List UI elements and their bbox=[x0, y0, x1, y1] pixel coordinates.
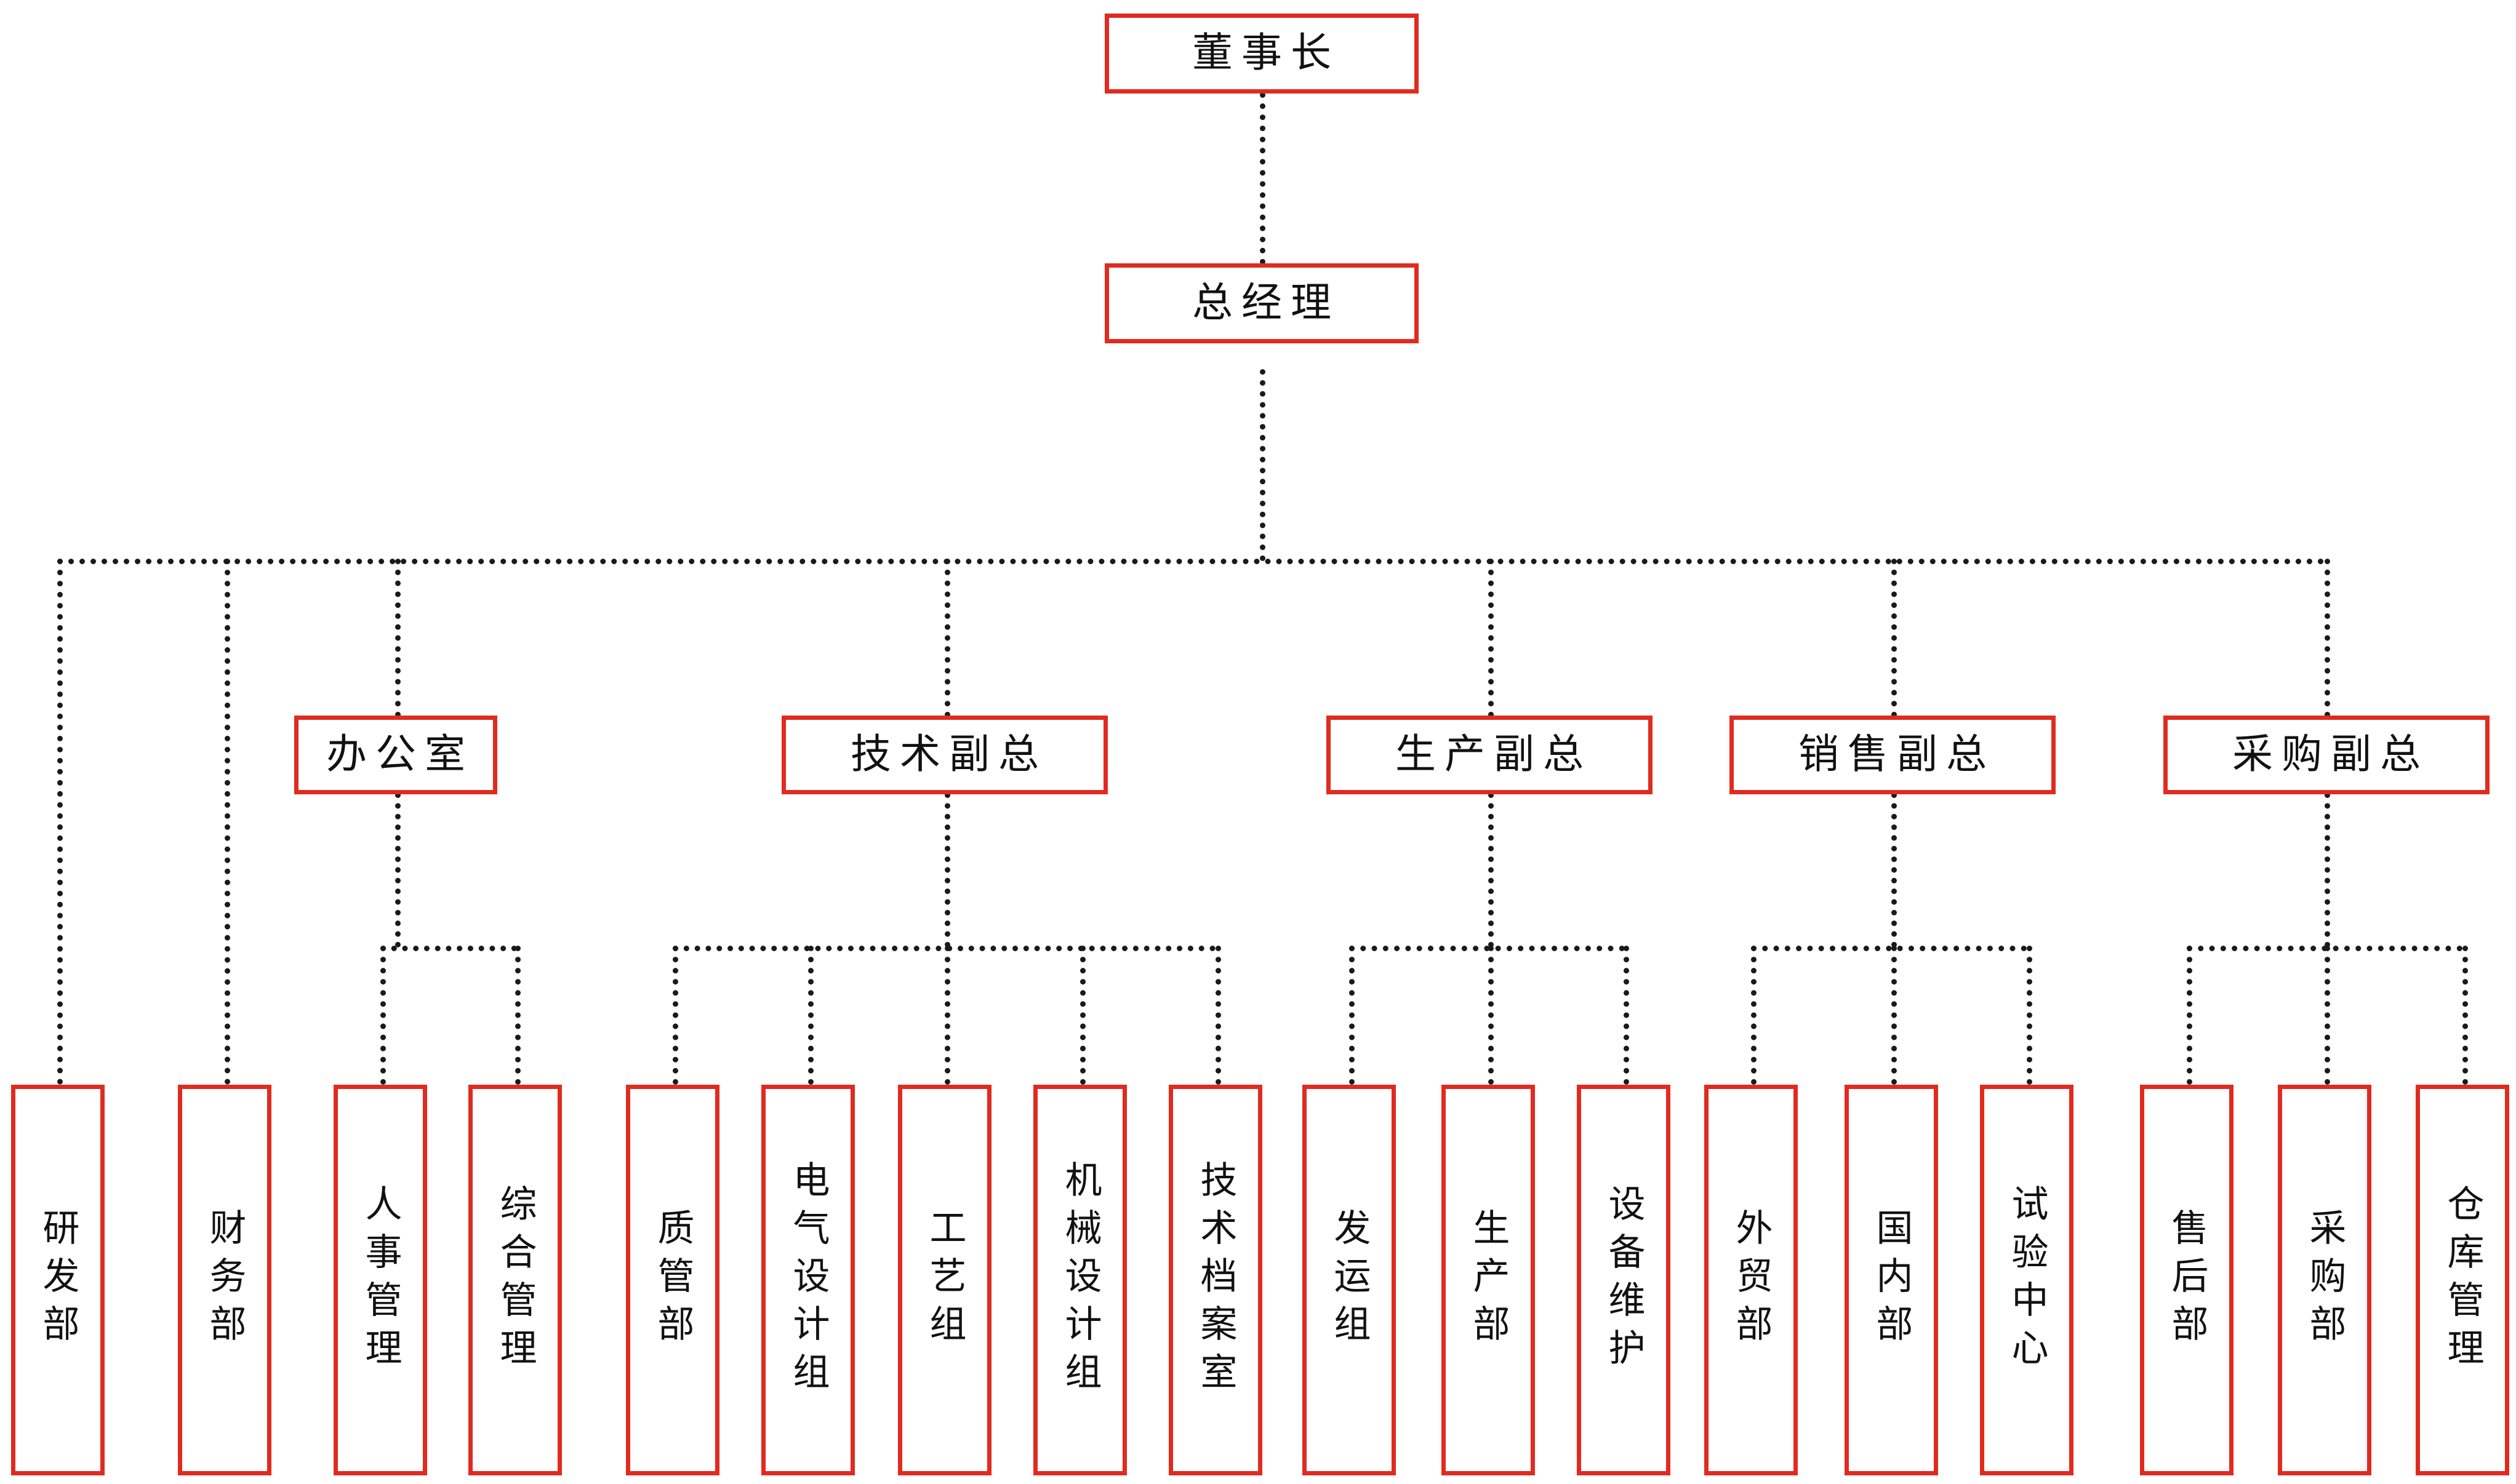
node-leaf-foreign-trade[interactable]: 外贸部 bbox=[1704, 1085, 1798, 1475]
node-leaf-finance[interactable]: 财务部 bbox=[178, 1085, 271, 1475]
node-leaf-mechanical-design-label: 机械设计组 bbox=[1060, 1160, 1100, 1400]
node-leaf-warehouse[interactable]: 仓库管理 bbox=[2416, 1085, 2509, 1475]
node-general-manager-label: 总经理 bbox=[1192, 281, 1340, 325]
drop-to-caiwu bbox=[225, 559, 230, 1085]
node-leaf-hr-label: 人事管理 bbox=[360, 1184, 401, 1376]
drop-to-shebei bbox=[1624, 946, 1629, 1085]
drop-to-zonghe bbox=[515, 946, 521, 1085]
node-office[interactable]: 办公室 bbox=[294, 716, 497, 794]
drop-to-zhiguan bbox=[673, 946, 678, 1085]
sub-bus-xiaoshou bbox=[1751, 946, 2027, 951]
connector-xiaoshou-down bbox=[1891, 792, 1897, 947]
drop-to-shengchan bbox=[1488, 559, 1494, 717]
node-leaf-aftersales[interactable]: 售后部 bbox=[2140, 1085, 2234, 1475]
node-sales-vp-label: 销售副总 bbox=[1798, 732, 1995, 777]
node-leaf-rnd[interactable]: 研发部 bbox=[11, 1085, 105, 1475]
connector-bangongshi-down bbox=[395, 792, 401, 947]
node-leaf-tech-archive-label: 技术档案室 bbox=[1195, 1160, 1236, 1400]
node-leaf-purchasing-dept-label: 采购部 bbox=[2304, 1208, 2345, 1352]
node-leaf-domestic[interactable]: 国内部 bbox=[1845, 1085, 1938, 1475]
node-leaf-mechanical-design[interactable]: 机械设计组 bbox=[1033, 1085, 1127, 1475]
node-leaf-general-admin-label: 综合管理 bbox=[495, 1184, 535, 1376]
drop-to-renshi bbox=[380, 946, 386, 1085]
node-leaf-quality-label: 质管部 bbox=[652, 1208, 693, 1352]
node-chairman[interactable]: 董事长 bbox=[1105, 14, 1419, 94]
node-leaf-equipment-maint[interactable]: 设备维护 bbox=[1577, 1085, 1670, 1475]
node-leaf-aftersales-label: 售后部 bbox=[2166, 1208, 2207, 1352]
node-leaf-finance-label: 财务部 bbox=[204, 1208, 245, 1352]
node-leaf-quality[interactable]: 质管部 bbox=[626, 1085, 719, 1475]
drop-to-dangan bbox=[1216, 946, 1221, 1085]
connector-shengchan-down bbox=[1488, 792, 1494, 947]
drop-to-bangongshi bbox=[395, 559, 401, 717]
connector-chairman-to-gm bbox=[1260, 92, 1265, 265]
node-office-label: 办公室 bbox=[326, 732, 474, 777]
drop-to-xiaoshou bbox=[1891, 559, 1897, 717]
node-production-vp-label: 生产副总 bbox=[1395, 732, 1592, 777]
node-leaf-equipment-maint-label: 设备维护 bbox=[1603, 1184, 1644, 1376]
drop-to-caigoubu bbox=[2325, 946, 2330, 1085]
node-leaf-domestic-label: 国内部 bbox=[1871, 1208, 1912, 1352]
node-leaf-electrical-design-label: 电气设计组 bbox=[788, 1160, 828, 1400]
node-leaf-production-dept-label: 生产部 bbox=[1468, 1208, 1508, 1352]
node-purchasing-vp-label: 采购副总 bbox=[2232, 732, 2429, 777]
node-purchasing-vp[interactable]: 采购副总 bbox=[2163, 716, 2490, 794]
node-leaf-hr[interactable]: 人事管理 bbox=[334, 1085, 427, 1475]
drop-to-cangku bbox=[2462, 946, 2468, 1085]
sub-bus-shengchan bbox=[1349, 946, 1625, 951]
node-leaf-general-admin[interactable]: 综合管理 bbox=[468, 1085, 562, 1475]
drop-to-shiyan bbox=[2027, 946, 2032, 1085]
drop-to-caigou bbox=[2325, 559, 2330, 717]
node-leaf-production-dept[interactable]: 生产部 bbox=[1441, 1085, 1535, 1475]
node-leaf-electrical-design[interactable]: 电气设计组 bbox=[761, 1085, 855, 1475]
connector-jishu-down bbox=[945, 792, 950, 947]
node-general-manager[interactable]: 总经理 bbox=[1105, 263, 1419, 343]
node-leaf-shipping[interactable]: 发运组 bbox=[1302, 1085, 1396, 1475]
node-leaf-test-center[interactable]: 试验中心 bbox=[1980, 1085, 2073, 1475]
node-leaf-foreign-trade-label: 外贸部 bbox=[1731, 1208, 1771, 1352]
sub-bus-bangongshi bbox=[380, 946, 517, 951]
node-chairman-label: 董事长 bbox=[1192, 31, 1340, 76]
drop-to-fayun bbox=[1349, 946, 1355, 1085]
node-leaf-process-label: 工艺组 bbox=[924, 1208, 965, 1352]
node-leaf-tech-archive[interactable]: 技术档案室 bbox=[1169, 1085, 1262, 1475]
node-tech-vp[interactable]: 技术副总 bbox=[782, 716, 1108, 794]
connector-gm-to-main-bus bbox=[1260, 369, 1265, 561]
drop-to-shouhou bbox=[2187, 946, 2192, 1085]
drop-to-guonei bbox=[1891, 946, 1897, 1085]
node-leaf-shipping-label: 发运组 bbox=[1329, 1208, 1369, 1352]
drop-to-shengchanbu bbox=[1488, 946, 1494, 1085]
drop-to-jishu bbox=[945, 559, 950, 717]
drop-to-jixie bbox=[1080, 946, 1086, 1085]
node-leaf-process[interactable]: 工艺组 bbox=[898, 1085, 992, 1475]
drop-to-waimao bbox=[1751, 946, 1757, 1085]
drop-to-gongyi bbox=[945, 946, 950, 1085]
node-leaf-rnd-label: 研发部 bbox=[38, 1208, 78, 1352]
node-production-vp[interactable]: 生产副总 bbox=[1326, 716, 1653, 794]
drop-to-dianqi bbox=[808, 946, 814, 1085]
main-bus bbox=[57, 559, 2325, 564]
node-tech-vp-label: 技术副总 bbox=[851, 732, 1048, 777]
node-sales-vp[interactable]: 销售副总 bbox=[1729, 716, 2056, 794]
node-leaf-warehouse-label: 仓库管理 bbox=[2442, 1184, 2483, 1376]
sub-bus-jishu bbox=[673, 946, 1216, 951]
connector-caigou-down bbox=[2325, 792, 2330, 947]
node-leaf-test-center-label: 试验中心 bbox=[2006, 1184, 2047, 1376]
drop-to-yanfa bbox=[57, 559, 63, 1085]
node-leaf-purchasing-dept[interactable]: 采购部 bbox=[2278, 1085, 2371, 1475]
